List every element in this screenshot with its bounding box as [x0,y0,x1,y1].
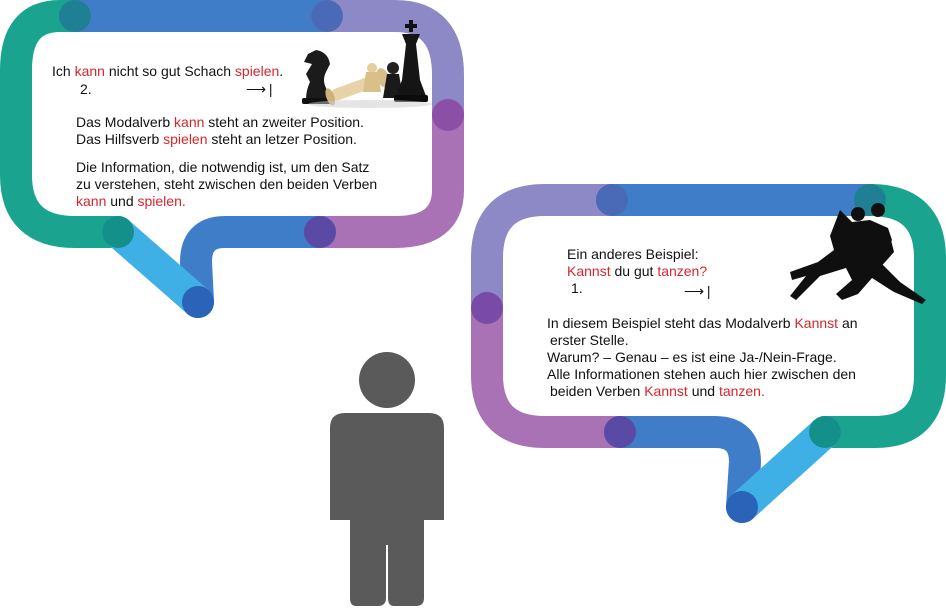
left-paragraph-line1: Die Information, die notwendig ist, um d… [76,159,370,175]
arrow-marker: ⟶ | [246,81,273,97]
dancers-silhouette-icon [790,203,926,304]
right-paragraph-line4: Alle Informationen stehen auch hier zwis… [547,366,856,382]
right-speech-bubble [471,184,946,523]
main-verb-spielen: spielen [234,63,280,79]
right-bubble-joints [471,184,886,523]
right-paragraph-line1: In diesem Beispiel steht das Modalverb K… [547,315,858,331]
words-middle: nicht so gut Schach [108,63,232,79]
chess-pieces-icon [302,20,432,108]
modal-verb-kann: kann [74,63,105,79]
left-bubble-joints [59,0,464,318]
main-verb-tanzen: tanzen? [657,263,708,279]
right-paragraph-line2: erster Stelle. [550,332,629,348]
modal-verb-kannst: Kannst [567,263,611,279]
right-paragraph-line5: beiden Verben Kannst und tanzen. [550,383,765,399]
word-ich: Ich [52,63,71,79]
left-speech-bubble [0,0,464,318]
person-icon [330,352,444,606]
left-example-sentence: Ich kann nicht so gut Schach spielen. [52,62,283,80]
left-paragraph-line2: zu verstehen, steht zwischen den beiden … [76,176,378,192]
left-explanation-line2: Das Hilfsverb spielen steht an letzer Po… [76,131,357,147]
left-paragraph-line3: kann und spielen. [76,193,186,209]
sentence-period: . [279,63,284,79]
right-paragraph-line3: Warum? – Genau – es ist eine Ja-/Nein-Fr… [547,349,837,365]
position-marker-1: 1. [571,280,583,296]
arrow-marker-right: ⟶ | [684,283,711,299]
right-intro: Ein anderes Beispiel: [567,246,699,262]
position-marker-2: 2. [80,81,92,97]
left-explanation-line1: Das Modalverb kann steht an zweiter Posi… [76,114,364,130]
right-example-question: Kannst du gut tanzen? [567,263,708,279]
